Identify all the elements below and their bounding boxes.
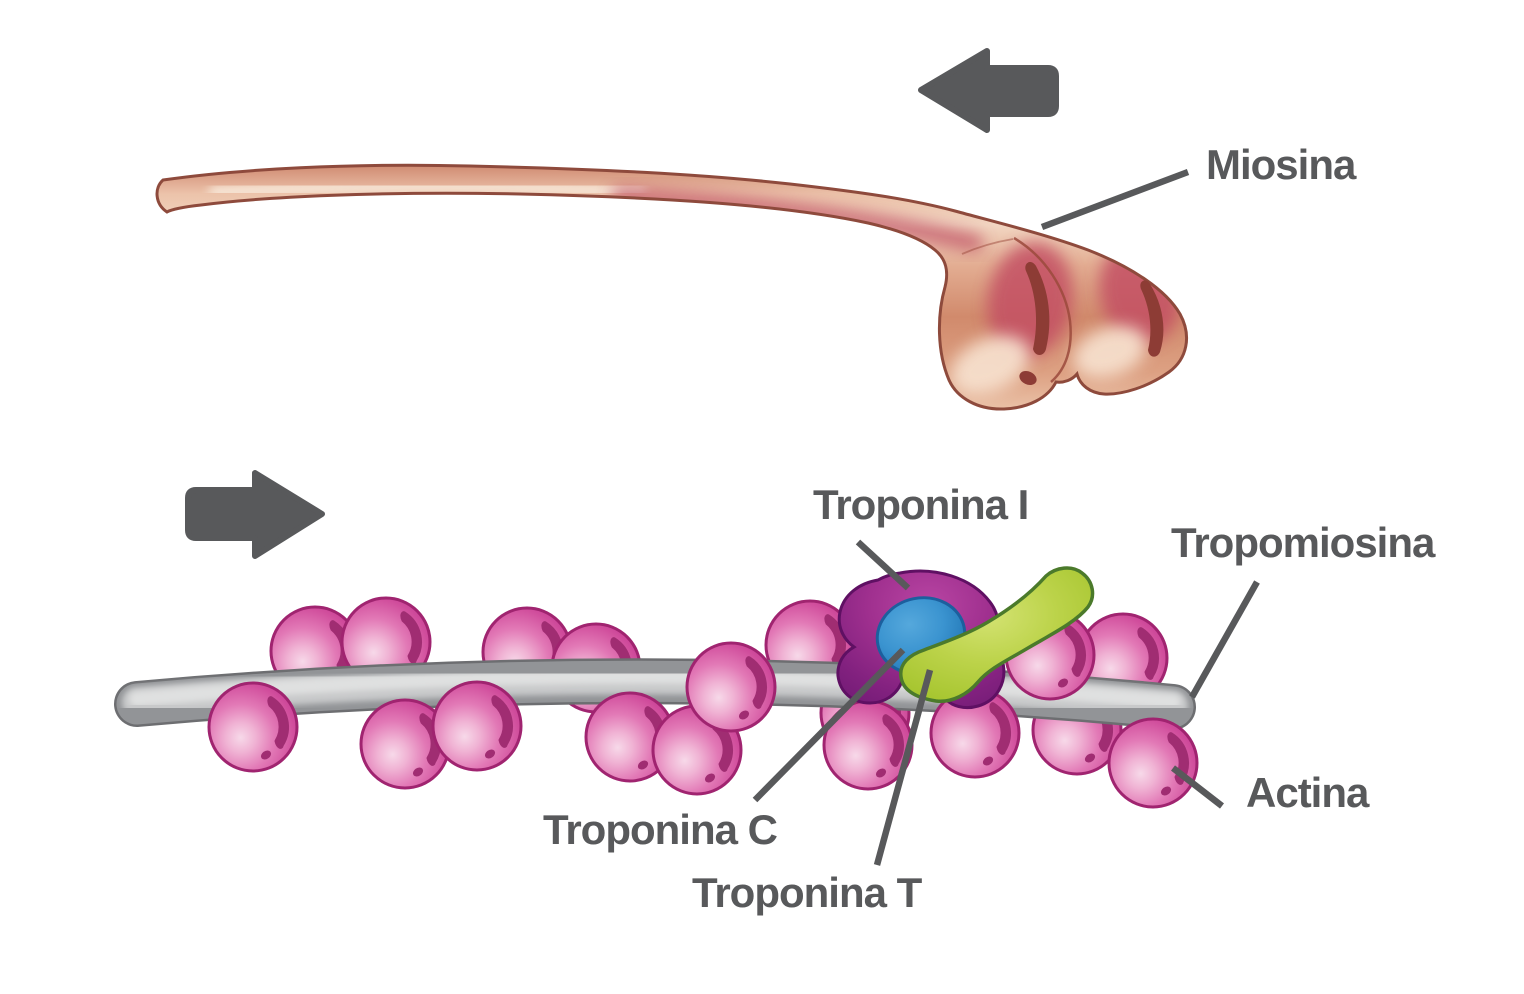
myosin-head-crescent xyxy=(1140,280,1164,357)
myosin-illustration xyxy=(155,163,1189,411)
myosin-head-divider xyxy=(1013,236,1072,383)
actina-label: Actina xyxy=(1246,769,1369,816)
troponina-c-leader-line xyxy=(752,647,906,803)
actin-sphere xyxy=(207,681,299,773)
miosina-leader-line xyxy=(1040,168,1190,231)
myosin-neck-fold xyxy=(961,238,1014,255)
actin-sphere xyxy=(685,641,777,733)
tropomiosina-label: Tropomiosina xyxy=(1171,519,1435,566)
actin-sphere xyxy=(431,680,523,772)
myosin-head-crescent xyxy=(1025,261,1050,355)
troponina-t-leader-line xyxy=(873,669,934,866)
actin-sphere xyxy=(1107,717,1199,809)
miosina-label: Miosina xyxy=(1206,141,1356,188)
troponin-t-shape xyxy=(899,566,1095,703)
myosin-head-dot xyxy=(1019,370,1037,386)
tropomiosina-leader-line xyxy=(1189,580,1260,699)
arrow-right-icon xyxy=(185,470,325,559)
troponina-i-label: Troponina I xyxy=(813,481,1029,528)
tropomyosin-rod xyxy=(114,658,1196,730)
troponina-c-label: Troponina C xyxy=(543,806,778,853)
leader-lines xyxy=(752,168,1260,866)
arrow-left-icon xyxy=(918,48,1059,133)
myosin-tail-highlight xyxy=(208,180,647,199)
actin-filament-illustration xyxy=(114,566,1199,809)
myosin-head-highlight xyxy=(950,335,1030,395)
troponina-t-label: Troponina T xyxy=(692,869,922,916)
troponina-i-leader-line xyxy=(855,539,911,591)
myosin-head-highlight xyxy=(1073,325,1147,379)
actina-leader-line xyxy=(1171,765,1224,809)
